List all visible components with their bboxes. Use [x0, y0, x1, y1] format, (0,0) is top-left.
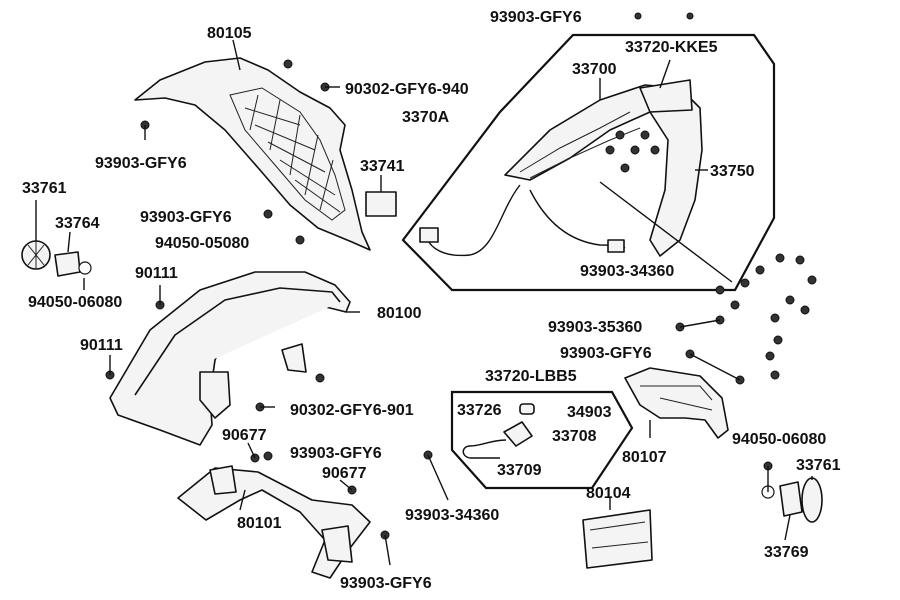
label-93903-35360: 93903-35360 — [548, 319, 642, 336]
label-33750: 33750 — [710, 163, 755, 180]
label-90302-gfy6-901: 90302-GFY6-901 — [290, 402, 414, 419]
label-33720-kke5: 33720-KKE5 — [625, 39, 718, 56]
label-90677-a: 90677 — [222, 427, 267, 444]
rear-fender-80100 — [109, 271, 351, 446]
label-94050-05080: 94050-05080 — [155, 235, 249, 252]
label-90111-b: 90111 — [80, 337, 123, 354]
label-93903-gfy6-d: 93903-GFY6 — [340, 575, 432, 592]
label-80100: 80100 — [377, 305, 422, 322]
label-3370a: 3370A — [402, 109, 450, 126]
label-80104: 80104 — [586, 485, 631, 502]
fasteners — [105, 12, 817, 540]
leader-lines — [35, 39, 813, 566]
label-33761-a: 33761 — [22, 180, 67, 197]
label-33708: 33708 — [552, 428, 597, 445]
label-93903-gfy6-e: 93903-GFY6 — [560, 345, 652, 362]
label-80101: 80101 — [237, 515, 282, 532]
label-93903-gfy6-a: 93903-GFY6 — [95, 155, 187, 172]
label-33726: 33726 — [457, 402, 502, 419]
part-labels: 80105 90302-GFY6-940 93903-GFY6 33761 33… — [22, 9, 841, 592]
label-33764: 33764 — [55, 215, 100, 232]
label-90111-a: 90111 — [135, 265, 178, 282]
label-93903-gfy6-top: 93903-GFY6 — [490, 9, 582, 26]
label-90677-b: 90677 — [322, 465, 367, 482]
label-80105: 80105 — [207, 25, 252, 42]
label-34903: 34903 — [567, 404, 612, 421]
license-plate-80104 — [582, 509, 653, 569]
label-93903-34360-a: 93903-34360 — [405, 507, 499, 524]
fender-bracket-80101 — [177, 465, 371, 579]
label-33769: 33769 — [764, 544, 809, 561]
label-80107: 80107 — [622, 449, 667, 466]
label-33720-lbb5: 33720-LBB5 — [485, 368, 577, 385]
label-93903-gfy6-c: 93903-GFY6 — [290, 445, 382, 462]
label-33709: 33709 — [497, 462, 542, 479]
fender-extension-80107 — [624, 367, 729, 439]
reflector-33761-a — [21, 240, 51, 270]
bracket-33764 — [54, 251, 92, 277]
label-94050-06080-b: 94050-06080 — [732, 431, 826, 448]
reflector-33761-b — [779, 477, 823, 523]
license-light-assembly-33720-lbb5 — [450, 390, 634, 490]
label-33741: 33741 — [360, 158, 405, 175]
inner-fender-80105 — [134, 57, 371, 251]
label-93903-34360-b: 93903-34360 — [580, 263, 674, 280]
label-33761-b: 33761 — [796, 457, 841, 474]
label-90302-gfy6-940: 90302-GFY6-940 — [345, 81, 469, 98]
tail-light-assembly-3370a — [401, 33, 776, 292]
label-93903-gfy6-b: 93903-GFY6 — [140, 209, 232, 226]
label-33700: 33700 — [572, 61, 617, 78]
label-94050-06080-a: 94050-06080 — [28, 294, 122, 311]
reflector-33741 — [365, 191, 397, 217]
